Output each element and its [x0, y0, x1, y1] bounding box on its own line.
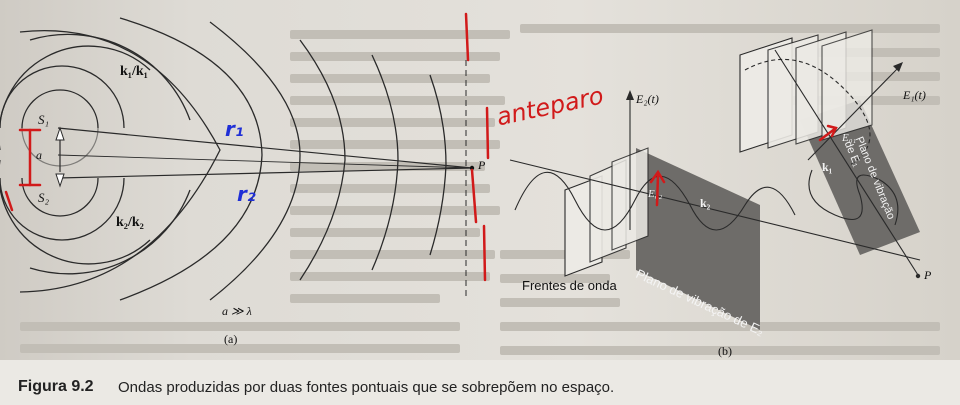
wave-fronts-label: Frentes de onda: [522, 278, 617, 293]
caption-bar: [0, 360, 960, 405]
panel-a-label: (a): [224, 332, 238, 346]
e01-label: E₀₁: [842, 132, 857, 144]
k1-b-label: k₁: [822, 160, 833, 174]
point-p-b-label: P: [924, 268, 932, 282]
condition-label: a ≫ λ: [222, 304, 252, 318]
k2-label: k₂/k₂: [116, 215, 144, 230]
figure-caption: Ondas produzidas por duas fontes pontuai…: [118, 379, 615, 396]
separation-a-label: a: [36, 148, 42, 162]
handwritten-r1: r₁: [225, 117, 244, 141]
e1-label: E₁(t): [903, 88, 926, 102]
s2-label: S₂: [38, 190, 50, 205]
point-p-label: P: [478, 158, 486, 172]
handwritten-r2: r₂: [237, 182, 256, 206]
panel-b-label: (b): [718, 344, 732, 358]
k1-label: k₁/k₁: [120, 64, 148, 79]
s1-label: S₁: [38, 112, 50, 127]
figure-number: Figura 9.2: [18, 378, 94, 395]
k2-b-label: k₂: [700, 196, 711, 210]
e2-label: E₂(t): [636, 92, 659, 106]
e02-label: E₀₂: [648, 188, 663, 200]
